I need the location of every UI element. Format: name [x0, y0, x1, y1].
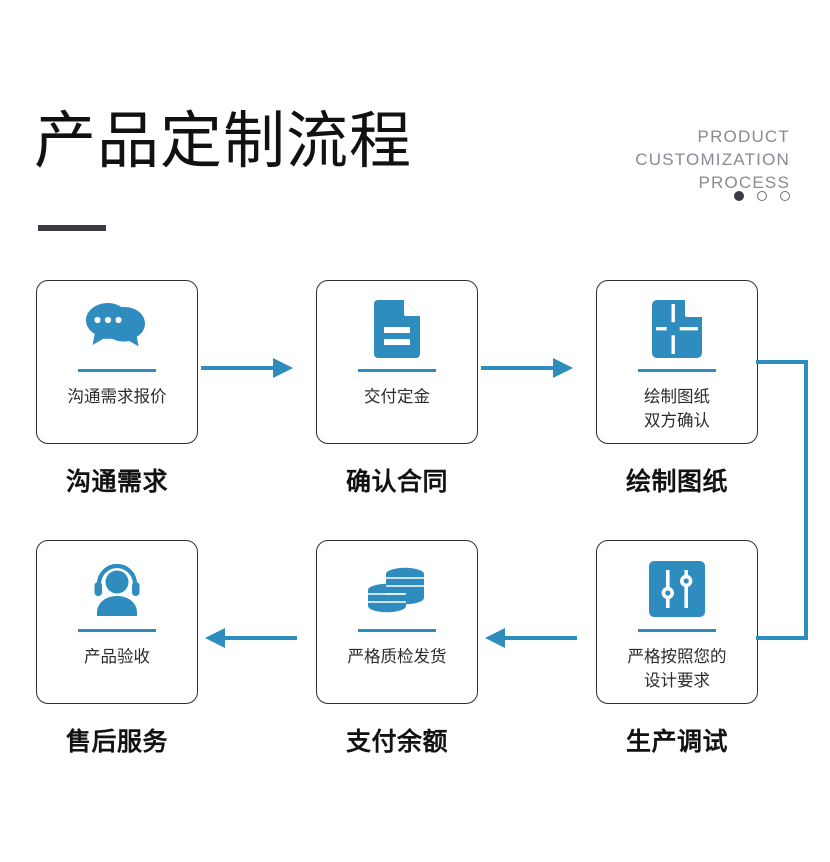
- carousel-dots: [734, 191, 790, 201]
- card-accent-divider: [358, 369, 436, 372]
- card-accent-divider: [78, 629, 156, 632]
- flow-connector-bottom-stub: [756, 636, 766, 640]
- arrow-shaft: [501, 636, 577, 640]
- process-step-card-3[interactable]: 绘制图纸双方确认: [596, 280, 758, 444]
- subtitle-line-3: PROCESS: [698, 173, 790, 192]
- chat-bubbles-icon: [82, 295, 152, 363]
- subtitle-line-1: PRODUCT: [697, 127, 790, 146]
- process-step-card-2[interactable]: 交付定金: [316, 280, 478, 444]
- arrow-shaft: [481, 366, 557, 370]
- title-underline-rule: [38, 225, 106, 231]
- flow-arrow-step2-to-step3: [481, 358, 577, 378]
- process-step-label-4: 生产调试: [625, 728, 728, 756]
- document-icon: [362, 295, 432, 363]
- subtitle-line-2: CUSTOMIZATION: [635, 150, 790, 169]
- process-flow: 沟通需求报价 沟通需求 交付定金 确认合同: [0, 250, 830, 810]
- process-step-card-6[interactable]: 产品验收: [36, 540, 198, 704]
- english-subtitle: PRODUCT CUSTOMIZATION PROCESS: [530, 125, 790, 194]
- process-step-text-5: 严格质检发货: [347, 648, 447, 666]
- flow-arrow-step5-to-step6: [201, 628, 297, 648]
- process-step-text-6: 产品验收: [84, 648, 150, 666]
- card-accent-divider: [638, 629, 716, 632]
- card-accent-divider: [358, 629, 436, 632]
- arrow-head-left-icon: [205, 628, 225, 648]
- arrow-head-right-icon: [273, 358, 293, 378]
- process-step-label-2: 确认合同: [345, 468, 448, 496]
- sliders-icon: [642, 555, 712, 623]
- process-step-card-5[interactable]: 严格质检发货: [316, 540, 478, 704]
- blueprint-document-icon: [642, 295, 712, 363]
- headset-person-icon: [82, 555, 152, 623]
- carousel-dot-2[interactable]: [757, 191, 767, 201]
- carousel-dot-3[interactable]: [780, 191, 790, 201]
- process-step-text-4: 严格按照您的设计要求: [627, 648, 727, 690]
- arrow-head-left-icon: [485, 628, 505, 648]
- process-step-card-4[interactable]: 严格按照您的设计要求: [596, 540, 758, 704]
- process-step-text-1: 沟通需求报价: [67, 388, 167, 406]
- process-step-text-3: 绘制图纸双方确认: [644, 388, 710, 430]
- coins-icon: [362, 555, 432, 623]
- flow-connector-top-stub: [756, 360, 766, 364]
- process-step-text-2: 交付定金: [364, 388, 430, 406]
- process-step-label-1: 沟通需求: [65, 468, 168, 496]
- process-step-card-1[interactable]: 沟通需求报价: [36, 280, 198, 444]
- card-accent-divider: [638, 369, 716, 372]
- process-step-label-3: 绘制图纸: [625, 468, 728, 496]
- page-title: 产品定制流程: [34, 107, 413, 176]
- flow-arrow-step1-to-step2: [201, 358, 297, 378]
- process-step-label-6: 售后服务: [65, 728, 168, 756]
- arrow-shaft: [201, 366, 277, 370]
- flow-connector-step3-to-step4: [762, 360, 808, 640]
- arrow-shaft: [221, 636, 297, 640]
- process-step-label-5: 支付余额: [345, 728, 448, 756]
- flow-arrow-step4-to-step5: [481, 628, 577, 648]
- carousel-dot-1[interactable]: [734, 191, 744, 201]
- arrow-head-right-icon: [553, 358, 573, 378]
- card-accent-divider: [78, 369, 156, 372]
- page-header: 产品定制流程 PRODUCT CUSTOMIZATION PROCESS: [0, 0, 830, 250]
